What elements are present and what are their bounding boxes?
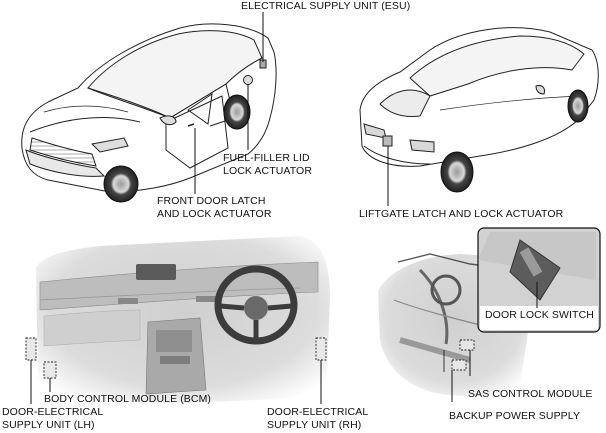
car-front-view [21, 23, 277, 203]
door-lock-switch-label: DOOR LOCK SWITCH [485, 309, 594, 321]
leader-lines-front-car [194, 12, 264, 194]
desu-rh-label: DOOR-ELECTRICAL SUPPLY UNIT (RH) [267, 406, 369, 431]
front-door-latch-label: FRONT DOOR LATCH AND LOCK ACTUATOR [157, 195, 272, 220]
leader-lines-door [451, 282, 538, 402]
car-rear-view [359, 27, 599, 193]
esu-label: ELECTRICAL SUPPLY UNIT (ESU) [241, 0, 411, 12]
dashboard-interior [25, 236, 330, 403]
sas-control-module-label: SAS CONTROL MODULE [468, 388, 593, 400]
liftgate-latch-label: LIFTGATE LATCH AND LOCK ACTUATOR [359, 208, 564, 220]
fuel-filler-lid-lock-actuator-label: FUEL-FILLER LID LOCK ACTUATOR [223, 152, 313, 177]
door-lock-switch-inset [477, 227, 601, 333]
bcm-label: BODY CONTROL MODULE (BCM) [44, 393, 212, 405]
leader-lines-dashboard [30, 360, 322, 404]
desu-lh-label: DOOR-ELECTRICAL SUPPLY UNIT (LH) [2, 406, 104, 431]
backup-power-supply-label: BACKUP POWER SUPPLY [449, 410, 581, 422]
